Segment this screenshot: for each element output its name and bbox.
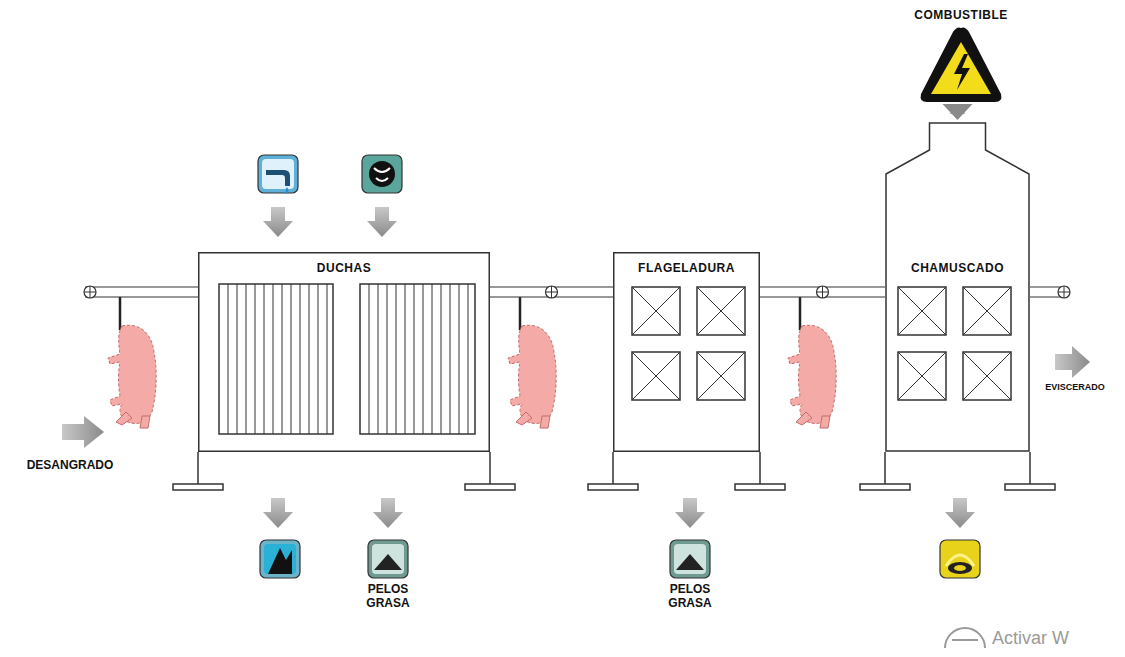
connector xyxy=(760,286,885,298)
process-box: DUCHAS xyxy=(198,252,490,452)
flow-label: DESANGRADO xyxy=(5,458,135,472)
process-box: FLAGELADURA xyxy=(613,252,760,452)
fuel-input: COMBUSTIBLE xyxy=(893,6,1029,110)
connector xyxy=(943,104,973,120)
node-label: COMBUSTIBLE xyxy=(893,8,1029,22)
node-label: FLAGELADURA xyxy=(613,261,760,275)
node-outline xyxy=(198,252,490,452)
node-outline xyxy=(885,122,1030,452)
connector xyxy=(490,286,613,298)
node-outline xyxy=(613,252,760,452)
output-label: PELOS GRASA xyxy=(353,582,423,610)
node-label: DUCHAS xyxy=(198,261,490,275)
process-box: CHAMUSCADO xyxy=(885,122,1030,452)
flow-label: EVISCERADO xyxy=(1028,382,1122,392)
node-label: CHAMUSCADO xyxy=(885,261,1030,275)
watermark: Activar W xyxy=(992,628,1122,649)
output-label: PELOS GRASA xyxy=(655,582,725,610)
